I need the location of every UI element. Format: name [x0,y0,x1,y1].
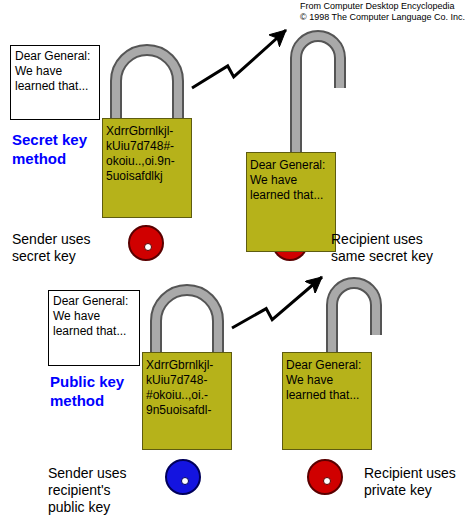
credit-note: From Computer Desktop Encyclopedia [300,1,474,12]
key-caption: Recipient uses private key [364,465,474,499]
transmission-arrow [232,277,322,328]
message-text: Dear General: We have learned that... [53,294,135,339]
method-heading: Secret key method [12,130,102,168]
padlock: XdrrGbrnlkjl- kUiu7d748#- okoiu..,oi.9n-… [102,45,192,218]
transmission-arrow [192,30,286,88]
message-note: Dear General: We have learned that... [48,290,140,366]
message-text: Dear General: We have learned that... [282,358,372,403]
padlock: XdrrGbrnlkjl- kUiu7d748- #okoiu..,oi.- 9… [142,285,232,450]
method-heading: Public key method [50,372,140,410]
padlock: Dear General: We have learned that... [282,277,382,450]
message-text: XdrrGbrnlkjl- kUiu7d748- #okoiu..,oi.- 9… [142,358,232,418]
padlock: Dear General: We have learned that... [246,30,346,252]
key-symbol [308,460,342,494]
padlock-outline [246,30,346,252]
key-symbol [166,460,200,494]
key-caption: Recipient uses same secret key [331,231,449,265]
message-text: XdrrGbrnlkjl- kUiu7d748#- okoiu..,oi.9n-… [102,124,192,184]
message-note: Dear General: We have learned that... [10,45,100,120]
message-text: Dear General: We have learned that... [15,49,95,94]
key-symbol [129,226,163,260]
key-caption: Sender uses secret key [12,231,102,265]
key-caption: Sender uses recipient's public key [48,465,140,516]
credit-note: © 1998 The Computer Language Co. Inc. [300,12,474,23]
message-text: Dear General: We have learned that... [246,158,336,203]
